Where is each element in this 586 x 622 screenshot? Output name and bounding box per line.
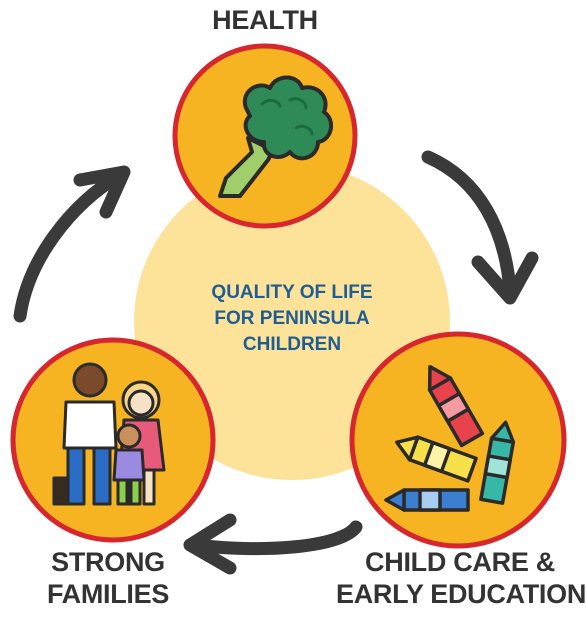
crayons-icon xyxy=(384,364,516,512)
label-families-line: FAMILIES xyxy=(46,579,170,609)
center-line: FOR PENINSULA xyxy=(214,308,370,329)
center-text: QUALITY OF LIFE FOR PENINSULA CHILDREN xyxy=(180,280,404,358)
node-child-care xyxy=(349,331,567,549)
family-icon xyxy=(52,362,166,506)
center-line: QUALITY OF LIFE xyxy=(211,282,373,303)
node-health xyxy=(172,43,358,229)
arrow-health-to-childcare xyxy=(421,150,539,305)
label-health: HEALTH xyxy=(205,4,325,36)
label-families: STRONG FAMILIES xyxy=(38,546,178,610)
label-families-line: STRONG xyxy=(51,547,165,577)
label-child-care-line: CHILD CARE & xyxy=(365,547,555,577)
arrow-families-to-health xyxy=(13,165,131,323)
label-health-line: HEALTH xyxy=(212,5,318,35)
label-child-care-line: EARLY EDUCATION xyxy=(336,579,586,609)
broccoli-icon xyxy=(218,75,334,198)
node-families xyxy=(10,337,216,543)
center-line: CHILDREN xyxy=(242,334,342,355)
arrow-childcare-to-families xyxy=(183,513,363,575)
label-child-care: CHILD CARE & EARLY EDUCATION xyxy=(336,546,586,610)
